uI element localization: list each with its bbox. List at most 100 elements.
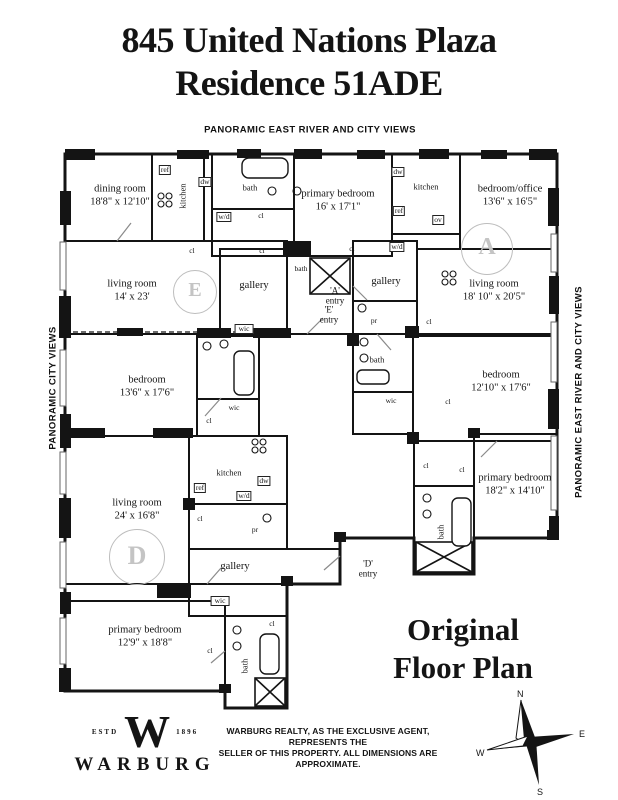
room-name: primary bedroom bbox=[301, 188, 375, 200]
room-bedroom-office: bedroom/office 13'6" x 16'5" bbox=[478, 184, 543, 209]
window-strips bbox=[59, 233, 558, 665]
walk-in-closet-label: wic bbox=[228, 403, 240, 412]
room-dims: 16' x 17'1" bbox=[315, 201, 361, 212]
entry-letter: 'E' bbox=[324, 304, 334, 315]
refrigerator-label-a: ref bbox=[392, 206, 406, 216]
closet-label: cl bbox=[206, 416, 212, 425]
dishwasher-label-e: dw bbox=[198, 177, 212, 187]
floor-plan: dining room 18'8" x 12'10" primary bedro… bbox=[57, 146, 562, 718]
fixtures bbox=[157, 186, 457, 651]
bath-label-d: bath bbox=[239, 658, 250, 674]
view-label-top: PANORAMIC EAST RIVER AND CITY VIEWS bbox=[204, 124, 416, 136]
room-living-d: living room 24' x 16'8" bbox=[112, 498, 161, 523]
walk-in-closet-label: wic bbox=[210, 596, 230, 606]
compass-e: E bbox=[579, 729, 585, 739]
bath-label-a-mid: bath bbox=[369, 354, 385, 365]
room-primary-bedroom-a: primary bedroom 18'2" x 14'10" bbox=[478, 473, 551, 498]
closet-label: cl bbox=[445, 397, 451, 406]
room-name: bedroom bbox=[482, 369, 520, 381]
gallery-label-d: gallery bbox=[220, 560, 250, 572]
caption-original-floor-plan: Original Floor Plan bbox=[393, 611, 533, 687]
entry-label-e: 'E' 'D' entry bbox=[319, 304, 339, 325]
caption-line2: Floor Plan bbox=[393, 650, 533, 685]
disclaimer-text: WARBURG REALTY, AS THE EXCLUSIVE AGENT, … bbox=[198, 726, 458, 770]
room-dims: 13'6" x 17'6" bbox=[119, 387, 175, 398]
room-dims: 13'6" x 16'5" bbox=[482, 196, 538, 207]
room-dining: dining room 18'8" x 12'10" bbox=[90, 184, 150, 209]
floor-plan-drawing bbox=[59, 149, 559, 710]
room-name: bedroom/office bbox=[477, 183, 543, 195]
logo-year: 1896 bbox=[176, 728, 199, 736]
entry-word: entry bbox=[358, 568, 378, 578]
powder-room-label-d: pr bbox=[251, 525, 259, 534]
bath-label-e2: bath bbox=[294, 264, 308, 273]
dishwasher-label-a: dw bbox=[391, 167, 405, 177]
entry-word: entry bbox=[319, 314, 339, 324]
unit-circle-d: D bbox=[109, 529, 165, 585]
room-name: bedroom bbox=[128, 374, 166, 386]
room-bedroom-right: bedroom 12'10" x 17'6" bbox=[471, 370, 531, 395]
gallery-label-a: gallery bbox=[371, 275, 401, 287]
compass-rose-icon: N E S W bbox=[476, 689, 585, 796]
closet-label: cl bbox=[197, 514, 203, 523]
closet-label: cl bbox=[349, 244, 355, 253]
title-line1: 845 United Nations Plaza bbox=[121, 20, 498, 60]
unit-circle-e: E bbox=[173, 270, 217, 314]
entry-label-d: 'D' entry bbox=[358, 558, 378, 579]
room-dims: 18' 10" x 20'5" bbox=[462, 291, 526, 302]
bath-label-a: bath bbox=[435, 524, 446, 540]
room-name: living room bbox=[469, 278, 519, 290]
entry-word: entry bbox=[325, 295, 345, 305]
closet-label: cl bbox=[258, 211, 264, 220]
logo-estd: ESTD bbox=[91, 728, 119, 736]
room-dims: 18'2" x 14'10" bbox=[485, 485, 545, 496]
title-line2: Residence 51ADE bbox=[175, 63, 443, 103]
room-name: living room bbox=[107, 278, 157, 290]
gallery-label-e: gallery bbox=[239, 279, 269, 291]
room-name: primary bedroom bbox=[478, 472, 552, 484]
room-name: primary bedroom bbox=[108, 624, 182, 636]
room-living-a: living room 18' 10" x 20'5" bbox=[463, 279, 525, 304]
disclaimer-line1: WARBURG REALTY, AS THE EXCLUSIVE AGENT, … bbox=[226, 726, 430, 747]
closet-label: cl bbox=[423, 461, 429, 470]
caption-line1: Original bbox=[407, 612, 519, 647]
closet-label: cl bbox=[189, 246, 195, 255]
disclaimer-line2: SELLER OF THIS PROPERTY. ALL DIMENSIONS … bbox=[218, 748, 438, 769]
room-dims: 12'9" x 18'8" bbox=[117, 637, 173, 648]
powder-room-label-a: pr bbox=[370, 316, 378, 325]
room-dims: 24' x 16'8" bbox=[114, 510, 160, 521]
room-primary-bedroom-d: primary bedroom 12'9" x 18'8" bbox=[108, 625, 181, 650]
kitchen-label-a: kitchen bbox=[413, 181, 439, 192]
oven-label-a: ov bbox=[432, 215, 444, 225]
wall-masses bbox=[59, 149, 559, 693]
closet-label: cl bbox=[269, 619, 275, 628]
compass-n: N bbox=[517, 689, 524, 699]
entry-label-a: 'A' entry bbox=[325, 285, 345, 306]
dishwasher-label-d: dw bbox=[257, 476, 271, 486]
room-dims: 18'8" x 12'10" bbox=[90, 196, 150, 207]
refrigerator-label-e: ref bbox=[158, 165, 172, 175]
warburg-logo: ESTD W 1896 WARBURG bbox=[74, 706, 215, 776]
room-bedroom-left: bedroom 13'6" x 17'6" bbox=[120, 375, 174, 400]
washer-dryer-label-e: w/d bbox=[216, 212, 232, 222]
bath-label-e: bath bbox=[242, 182, 258, 193]
washer-dryer-label-d: w/d bbox=[236, 491, 252, 501]
bathtubs bbox=[233, 157, 472, 675]
washer-dryer-label-a: w/d bbox=[389, 242, 405, 252]
kitchen-label-d: kitchen bbox=[216, 467, 242, 478]
room-primary-bedroom-e: primary bedroom 16' x 17'1" bbox=[301, 189, 374, 214]
closet-label: cl bbox=[259, 246, 265, 255]
view-label-right: PANORAMIC EAST RIVER AND CITY VIEWS bbox=[573, 286, 585, 498]
room-name: living room bbox=[112, 497, 162, 509]
entry-letter: 'D' bbox=[363, 558, 373, 569]
compass-s: S bbox=[537, 787, 543, 796]
elevator-and-shower-boxes bbox=[254, 257, 473, 707]
refrigerator-label-d: ref bbox=[193, 483, 207, 493]
logo-monogram-w: W bbox=[124, 706, 171, 757]
unit-circle-a: A bbox=[461, 223, 513, 275]
entry-letter: 'A' bbox=[330, 285, 340, 296]
closet-label: cl bbox=[426, 317, 432, 326]
compass-w: W bbox=[476, 748, 485, 758]
page-title: 845 United Nations Plaza Residence 51ADE bbox=[121, 19, 498, 105]
